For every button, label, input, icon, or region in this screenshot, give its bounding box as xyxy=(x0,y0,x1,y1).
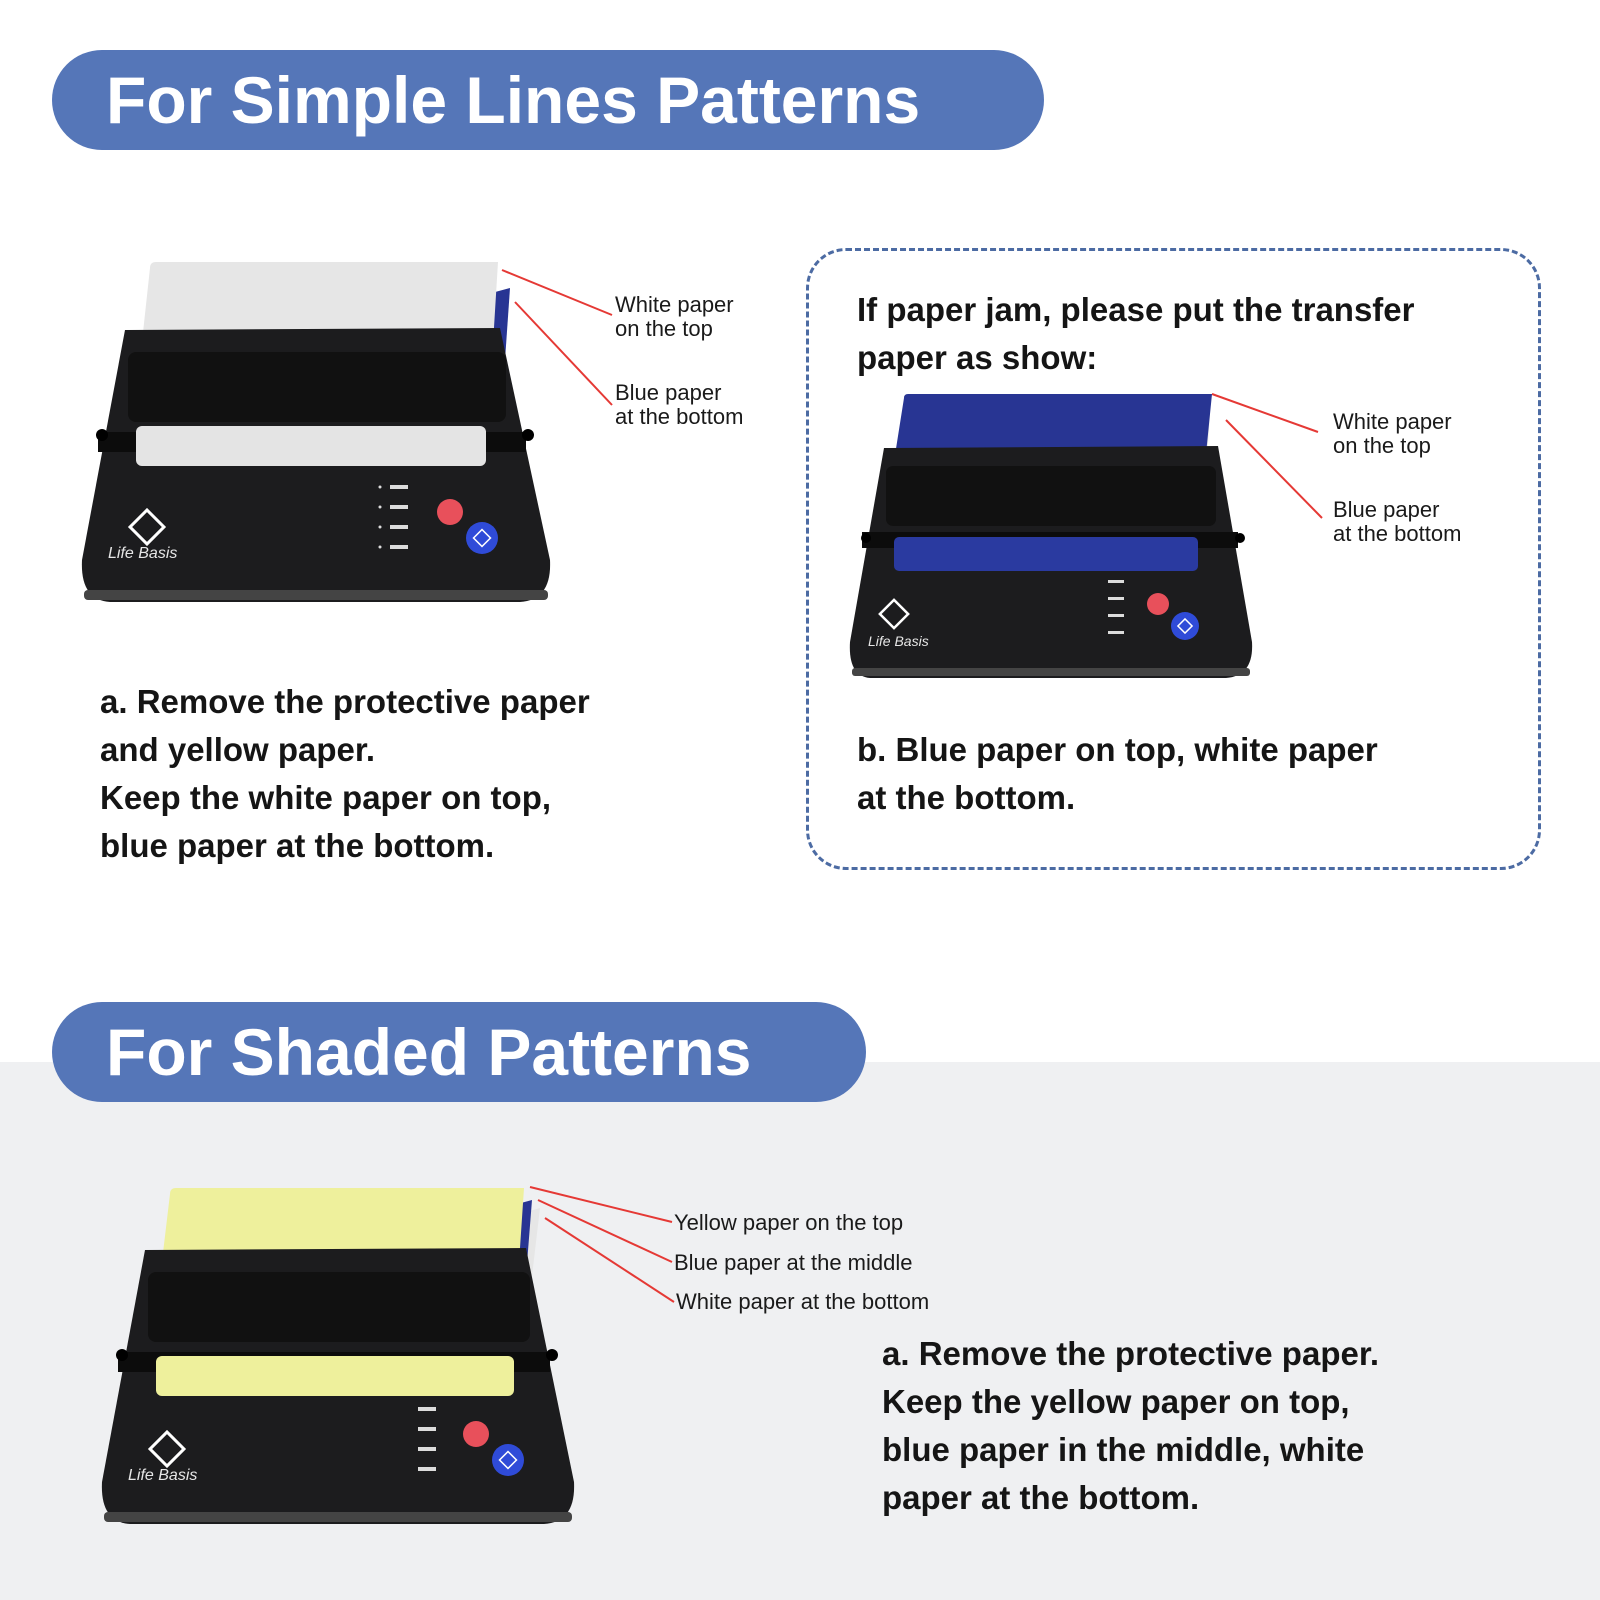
callout-blue-middle-shaded: Blue paper at the middle xyxy=(674,1250,913,1275)
callout-white-top-jam: White paper on the top xyxy=(1333,409,1452,458)
jam-heading: If paper jam, please put the transfer pa… xyxy=(857,291,1415,376)
blue-paper-roll xyxy=(894,537,1198,571)
callout-blue-bottom-simple: Blue paper at the bottom xyxy=(615,380,744,429)
stop-button xyxy=(437,499,463,525)
life-basis-logo xyxy=(127,507,167,547)
yellow-paper-roll xyxy=(156,1356,514,1396)
control-panel xyxy=(418,1407,436,1471)
shaded-title: For Shaded Patterns xyxy=(106,1015,752,1089)
paper-jam-box xyxy=(806,248,1541,870)
printer-illustration: Life Basis xyxy=(101,1188,575,1524)
printer-brand-label: Life Basis xyxy=(128,1467,197,1484)
simple-lines-title: For Simple Lines Patterns xyxy=(106,63,921,137)
copy-button xyxy=(492,1444,524,1476)
shaded-step-a: a. Remove the protective paper. Keep the… xyxy=(882,1335,1380,1516)
control-panel xyxy=(1108,580,1124,634)
callout-blue-bottom-jam: Blue paper at the bottom xyxy=(1333,497,1462,546)
callout-white-bottom-shaded: White paper at the bottom xyxy=(676,1289,930,1314)
white-paper-roll xyxy=(136,426,486,466)
jam-step-b: b. Blue paper on top, white paper at the… xyxy=(857,731,1378,816)
printer-illustration: Life Basis xyxy=(81,262,551,602)
shaded-banner: For Shaded Patterns xyxy=(52,1002,866,1102)
callout-white-top-simple: White paper on the top xyxy=(615,292,734,341)
printer-illustration: Life Basis xyxy=(849,394,1253,678)
copy-button xyxy=(1171,612,1199,640)
stop-button xyxy=(1147,593,1169,615)
simple-lines-banner: For Simple Lines Patterns xyxy=(52,50,1044,150)
stop-button xyxy=(463,1421,489,1447)
printer-base xyxy=(84,590,548,600)
printer-brand-label: Life Basis xyxy=(868,633,929,649)
printer-image-simple: Life Basis xyxy=(80,260,580,620)
printer-image-jam: Life Basis xyxy=(848,392,1268,692)
control-panel xyxy=(378,485,408,549)
printer-roller-top xyxy=(128,352,506,422)
simple-step-a: a. Remove the protective paper and yello… xyxy=(100,683,590,864)
printer-brand-label: Life Basis xyxy=(108,545,177,562)
copy-button xyxy=(466,522,498,554)
printer-image-shaded: Life Basis xyxy=(100,1186,600,1546)
callout-yellow-top-shaded: Yellow paper on the top xyxy=(674,1210,904,1235)
